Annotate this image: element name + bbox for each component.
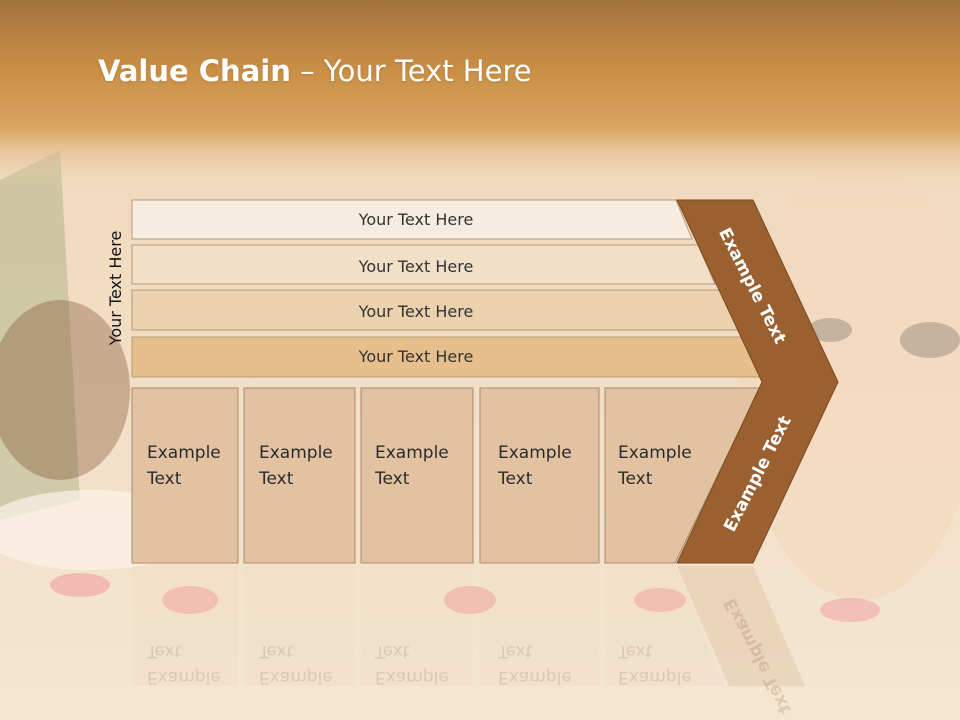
support-row-label: Your Text Here xyxy=(358,302,474,321)
support-row-1: Your Text Here xyxy=(131,199,693,240)
support-row-2: Your Text Here xyxy=(131,244,716,285)
reflection-text: Text xyxy=(374,641,410,661)
title-bold: Value Chain xyxy=(98,54,291,88)
box-line-1: Example xyxy=(375,443,449,463)
reflection-text: Example xyxy=(147,667,221,687)
support-row-label: Your Text Here xyxy=(358,210,474,229)
box-line-1: Example xyxy=(618,443,692,463)
reflection-text: Example xyxy=(259,667,333,687)
reflection-text: Text xyxy=(497,641,533,661)
box-line-1: Example xyxy=(147,443,221,463)
reflection: Example Text Example Text Example Text E… xyxy=(132,566,805,717)
box-line-2: Text xyxy=(617,469,653,489)
support-row-4: Your Text Here xyxy=(131,336,763,378)
box-line-2: Text xyxy=(146,469,182,489)
box-line-2: Text xyxy=(497,469,533,489)
box-line-2: Text xyxy=(374,469,410,489)
box-line-2: Text xyxy=(258,469,294,489)
primary-box-2: Example Text xyxy=(243,387,356,564)
side-label: Your Text Here xyxy=(106,231,125,347)
support-row-label: Your Text Here xyxy=(358,347,474,366)
reflection-text: Example xyxy=(498,667,572,687)
reflection-text: Example xyxy=(618,667,692,687)
support-row-3: Your Text Here xyxy=(131,289,739,331)
reflection-text: Text xyxy=(146,641,182,661)
primary-box-5: Example Text xyxy=(604,387,761,564)
reflection-text: Example xyxy=(375,667,449,687)
primary-box-4: Example Text xyxy=(479,387,600,564)
box-line-1: Example xyxy=(498,443,572,463)
reflection-text: Text xyxy=(617,641,653,661)
primary-box-1: Example Text xyxy=(131,387,239,564)
primary-box-3: Example Text xyxy=(360,387,474,564)
box-line-1: Example xyxy=(259,443,333,463)
support-row-label: Your Text Here xyxy=(358,257,474,276)
reflection-text: Text xyxy=(258,641,294,661)
page-title: Value Chain – Your Text Here xyxy=(98,54,532,88)
title-rest: – Your Text Here xyxy=(290,54,532,88)
